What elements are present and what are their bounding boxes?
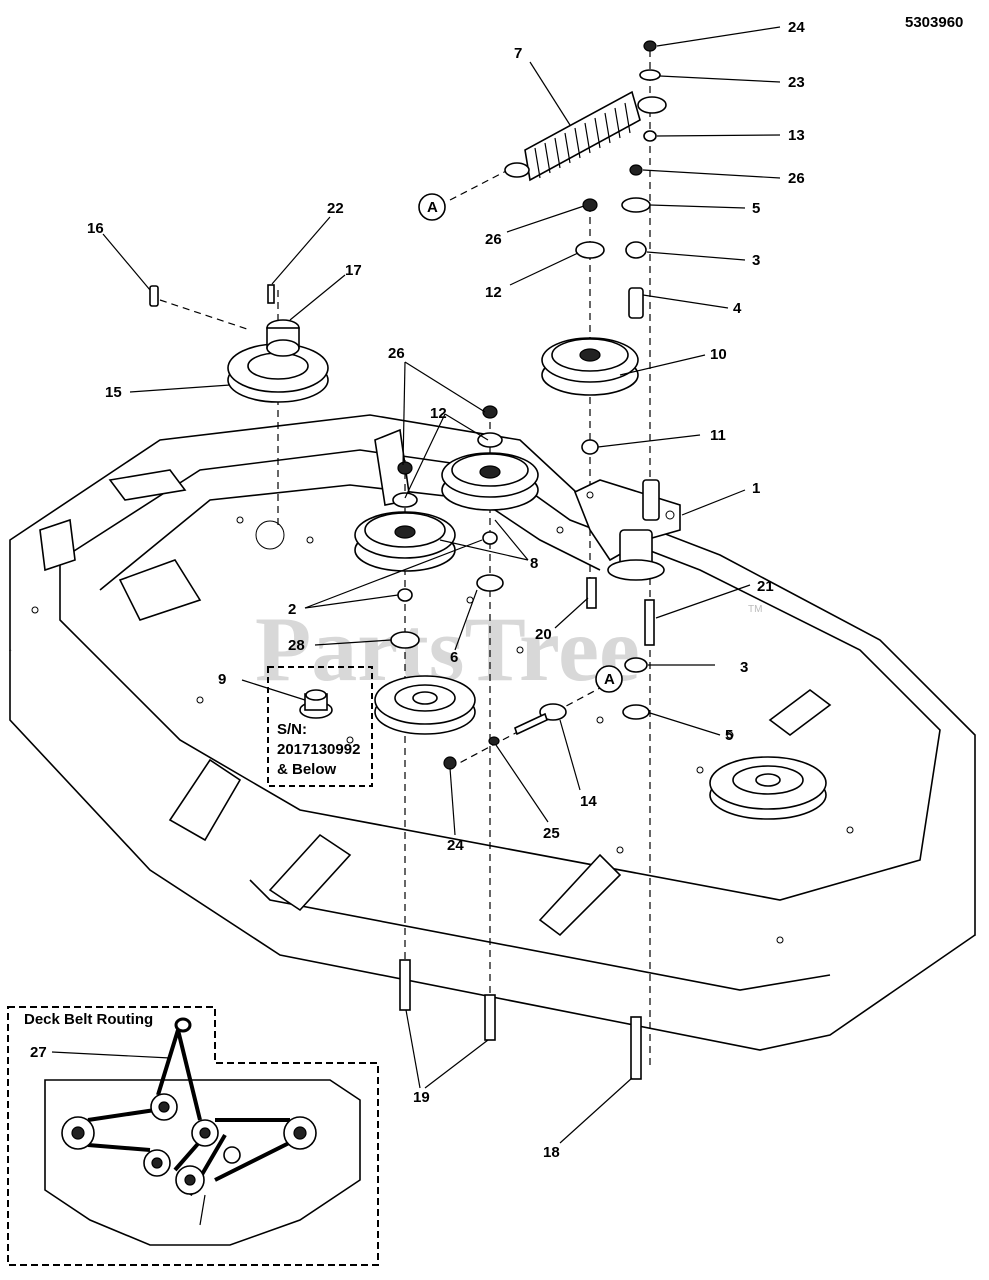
callout-18: 18 <box>543 1144 560 1161</box>
callout-17: 17 <box>345 262 362 279</box>
callout-26-left: 26 <box>388 345 405 362</box>
inset-title: Deck Belt Routing <box>24 1011 153 1028</box>
nut-26-left <box>397 461 413 475</box>
spindle-pulley-left <box>149 284 329 403</box>
spacer-2a <box>397 588 413 602</box>
callout-1: 1 <box>752 480 760 497</box>
extension-spring <box>504 90 667 182</box>
callout-23: 23 <box>788 74 805 91</box>
right-hardware-stack <box>621 40 661 720</box>
callout-16: 16 <box>87 220 104 237</box>
idler-pulley-8-right <box>441 452 539 511</box>
callout-4: 4 <box>733 300 742 317</box>
callout-14: 14 <box>580 793 597 810</box>
serial-note-line2: 2017130992 <box>277 741 360 758</box>
callout-13: 13 <box>788 127 805 144</box>
bolt-18 <box>630 1016 642 1080</box>
spindle-pulley-center <box>374 675 476 735</box>
svg-text:A: A <box>604 671 615 688</box>
callout-26-right: 26 <box>788 170 805 187</box>
callout-26-mid: 26 <box>485 231 502 248</box>
callout-2: 2 <box>288 601 296 618</box>
callout-9: 9 <box>218 671 226 688</box>
callout-28: 28 <box>288 637 305 654</box>
serial-number-note: S/N: 2017130992 & Below <box>267 666 373 787</box>
callout-24-top: 24 <box>788 19 805 36</box>
washer-12-mid <box>477 432 503 448</box>
callout-11: 11 <box>710 427 726 444</box>
bushing-9 <box>299 689 333 719</box>
callout-3-bottom: 3 <box>740 659 748 676</box>
serial-note-line1: S/N: <box>277 721 307 738</box>
callout-27: 27 <box>30 1044 47 1061</box>
callout-21: 21 <box>757 578 774 595</box>
callout-numbers: 24 23 7 13 26 5 26 3 12 4 22 16 17 10 15… <box>30 19 805 1161</box>
nut-26-top <box>582 198 598 212</box>
callout-5-top: 5 <box>752 200 760 217</box>
nut-26-mid <box>482 405 498 419</box>
idler-pulley-10 <box>541 337 639 396</box>
spacer-28 <box>390 631 420 649</box>
idler-arm <box>573 479 681 581</box>
bolt-21 <box>644 599 655 646</box>
bolt-19b <box>484 994 496 1041</box>
serial-note-line3: & Below <box>277 761 337 778</box>
callout-15: 15 <box>105 384 122 401</box>
callout-20: 20 <box>535 626 552 643</box>
svg-text:A: A <box>427 199 438 216</box>
washer-12-top <box>575 241 605 259</box>
spacer-11 <box>581 439 599 455</box>
reference-marker-a-top: A <box>418 193 446 221</box>
callout-12-top: 12 <box>485 284 502 301</box>
spacer-2b <box>482 531 498 545</box>
reference-marker-a-bottom: A <box>595 665 623 693</box>
idler-pulley-8-left <box>354 511 456 572</box>
spacer-6 <box>476 574 504 592</box>
leader-lines <box>51 26 781 1144</box>
trademark: TM <box>748 604 762 615</box>
callout-7: 7 <box>514 45 522 62</box>
callout-19: 19 <box>413 1089 430 1106</box>
callout-10: 10 <box>710 346 727 363</box>
washer-12-left <box>392 492 418 508</box>
eyebolt-14 <box>443 703 567 770</box>
callout-22: 22 <box>327 200 344 217</box>
callout-8: 8 <box>530 555 538 572</box>
belt-routing-inset: Deck Belt Routing <box>7 1006 379 1266</box>
callout-25: 25 <box>543 825 560 842</box>
callout-5-bottom: 5 <box>725 727 733 744</box>
bolt-20 <box>586 577 597 609</box>
callout-6: 6 <box>450 649 458 666</box>
callout-3-top: 3 <box>752 252 760 269</box>
spindle-pulley-right <box>709 756 827 820</box>
callout-12-left: 12 <box>430 405 447 422</box>
doc-number: 5303960 <box>905 14 963 31</box>
callout-24-bottom: 24 <box>447 837 464 854</box>
bolt-19a <box>399 959 411 1011</box>
